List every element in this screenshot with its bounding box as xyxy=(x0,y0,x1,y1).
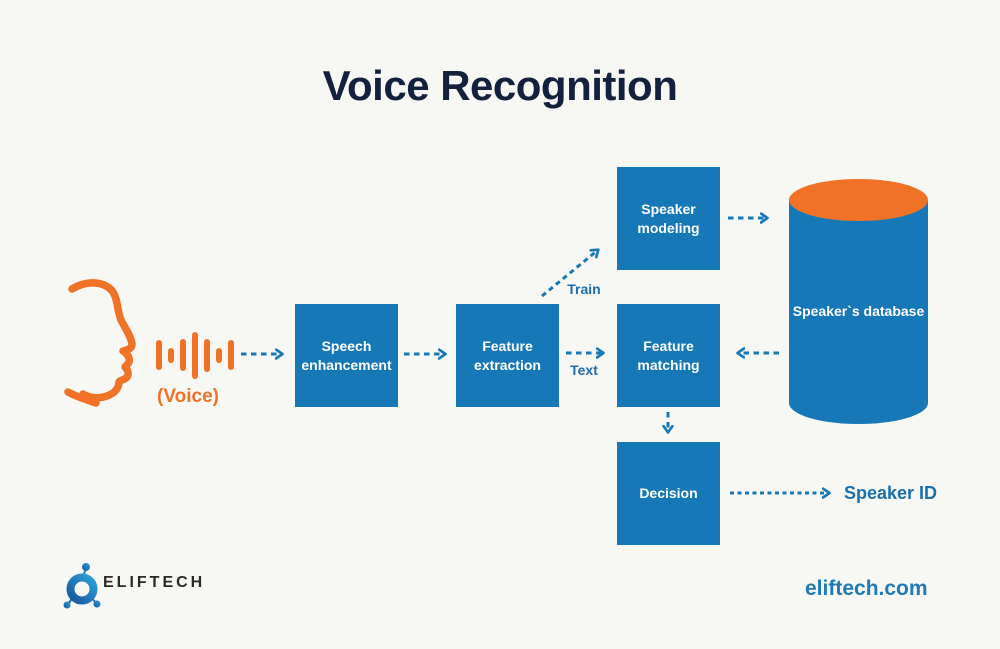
website-link[interactable]: eliftech.com xyxy=(805,577,928,600)
page-title: Voice Recognition xyxy=(322,62,678,109)
edge-label-text: Text xyxy=(570,362,598,378)
database-cylinder-icon: Speaker`s database xyxy=(789,178,928,426)
eliftech-logo-icon xyxy=(60,560,104,612)
node-label: Speaker modeling xyxy=(637,200,700,236)
speaker-id-label: Speaker ID xyxy=(844,483,938,503)
node-feature-matching: Feature matching xyxy=(617,304,720,407)
node-feature-extraction: Feature extraction xyxy=(456,304,559,407)
face-profile-icon xyxy=(56,278,153,413)
edge-label-train: Train xyxy=(567,281,601,297)
voice-caption: (Voice) xyxy=(157,386,219,407)
node-label: Decision xyxy=(639,485,698,502)
node-label: Speech enhancement xyxy=(301,337,392,373)
voice-waveform-icon xyxy=(156,328,234,382)
node-decision: Decision xyxy=(617,442,720,545)
node-label: Feature matching xyxy=(637,337,700,373)
brand-name: ELIFTECH xyxy=(103,574,206,591)
node-speech-enhancement: Speech enhancement xyxy=(295,304,398,407)
node-speaker-modeling: Speaker modeling xyxy=(617,167,720,270)
database-label: Speaker`s database xyxy=(792,303,925,319)
node-label: Feature extraction xyxy=(474,337,541,373)
